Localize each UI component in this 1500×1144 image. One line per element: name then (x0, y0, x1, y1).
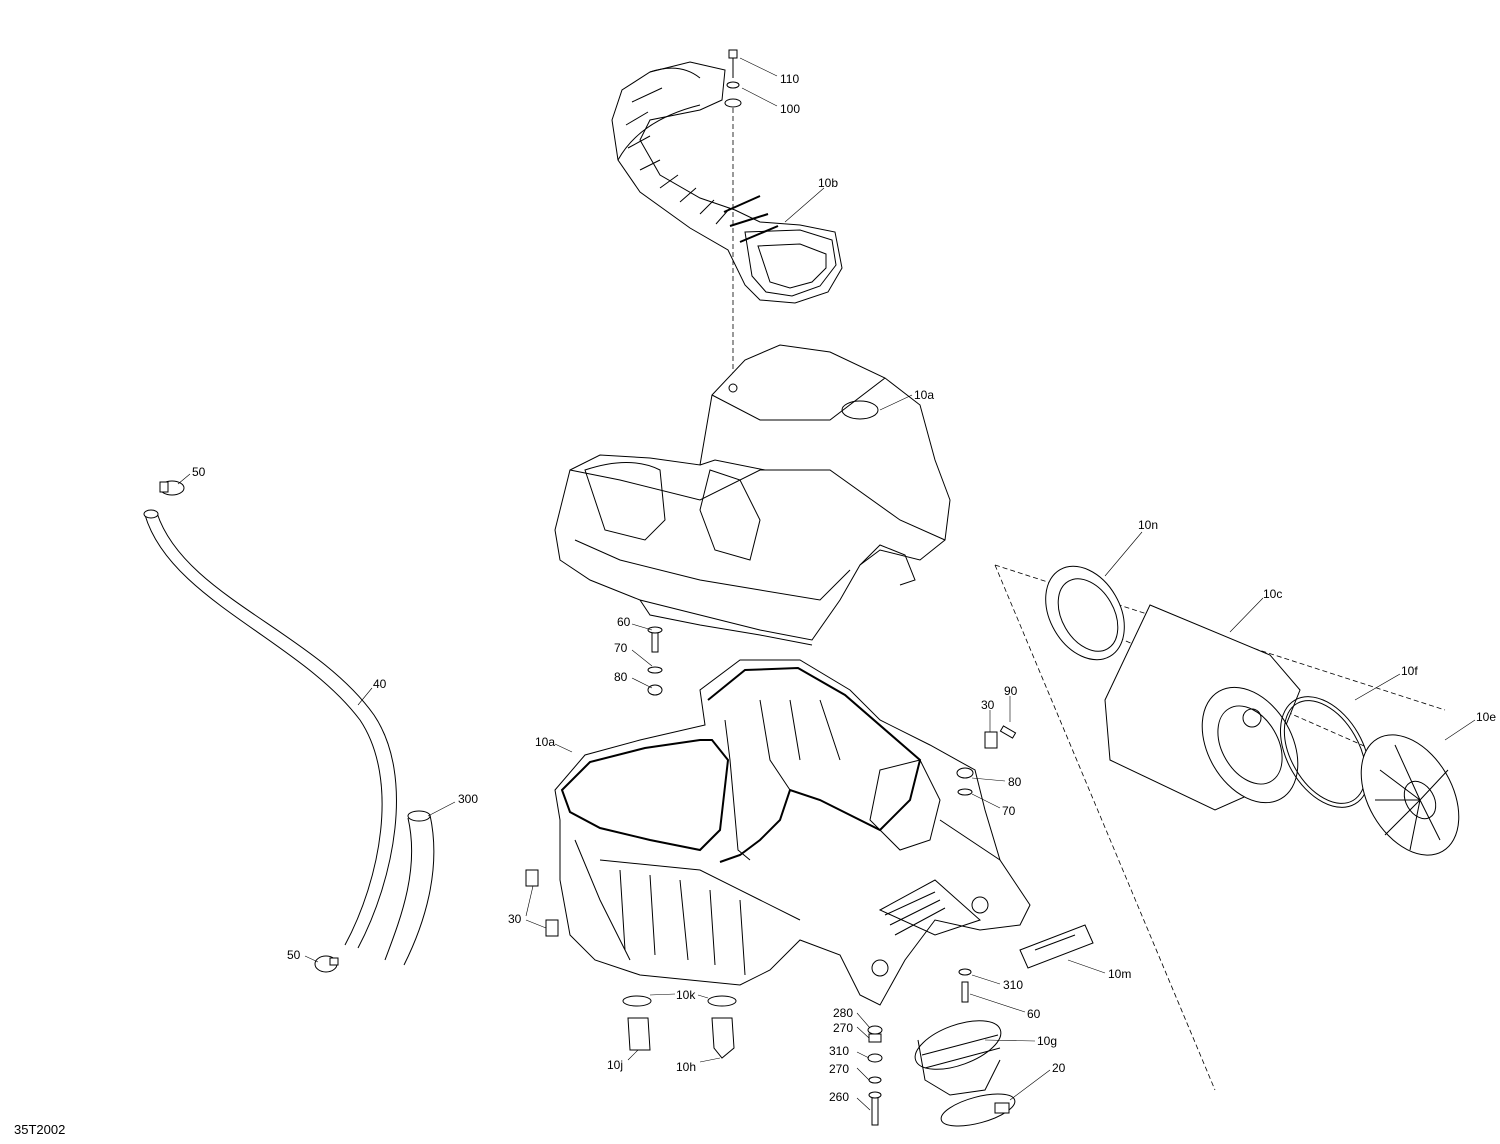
hose-40 (143, 509, 397, 949)
callout-300: 300 (458, 792, 479, 806)
callout-30-right: 30 (981, 698, 995, 712)
callout-110: 110 (780, 72, 800, 86)
lower-airbox-10a (554, 659, 1031, 1006)
callout-80-upper: 80 (614, 670, 628, 684)
callout-60-right: 60 (1027, 1007, 1041, 1021)
callout-70-upper: 70 (614, 641, 628, 655)
callout-50-upper: 50 (192, 465, 206, 479)
callout-10j: 10j (607, 1058, 624, 1072)
callout-60-upper: 60 (617, 615, 631, 629)
callout-270-b: 270 (829, 1062, 850, 1076)
air-filter-10c (1104, 604, 1301, 811)
leader-lines (177, 57, 1476, 1111)
figure-id: 35T2002 (14, 1122, 66, 1137)
callout-20: 20 (1052, 1061, 1066, 1075)
clamp-50-bottom (314, 955, 339, 973)
callout-10g: 10g (1037, 1034, 1058, 1048)
callout-90: 90 (1004, 684, 1018, 698)
callout-10a-upper: 10a (914, 388, 935, 402)
callout-10e: 10e (1476, 710, 1497, 724)
callout-10h: 10h (676, 1060, 697, 1074)
filter-cover-10e (1360, 734, 1460, 856)
hose-clamp-20 (940, 1093, 1016, 1127)
callout-310-mid: 310 (829, 1044, 850, 1058)
callout-10c: 10c (1263, 587, 1283, 601)
hose-300 (384, 810, 435, 966)
callout-50-lower: 50 (287, 948, 301, 962)
callout-10a-lower: 10a (535, 735, 556, 749)
upper-airbox-10a (554, 344, 951, 646)
callout-70-right: 70 (1002, 804, 1016, 818)
callout-30-left: 30 (508, 912, 522, 926)
label-plate-10m (1019, 924, 1094, 969)
callout-270-a: 270 (833, 1021, 854, 1035)
callout-10b: 10b (818, 176, 839, 190)
callout-310-right: 310 (1003, 978, 1024, 992)
clamp-50-top (159, 480, 185, 496)
callout-80-right: 80 (1008, 775, 1022, 789)
intake-duct-10b (611, 49, 843, 304)
o-ring-10f (1279, 696, 1371, 808)
callout-10n: 10n (1138, 518, 1159, 532)
seal-ring-10n (1045, 565, 1125, 661)
callout-260: 260 (829, 1090, 850, 1104)
callout-280: 280 (833, 1006, 854, 1020)
fastener-hardware (525, 626, 1017, 1126)
callout-40: 40 (373, 677, 387, 691)
callout-100: 100 (780, 102, 801, 116)
callout-10f: 10f (1401, 664, 1418, 678)
intake-boot-10g (914, 1020, 1002, 1096)
callout-10m: 10m (1108, 967, 1132, 981)
callout-10k: 10k (676, 988, 696, 1002)
